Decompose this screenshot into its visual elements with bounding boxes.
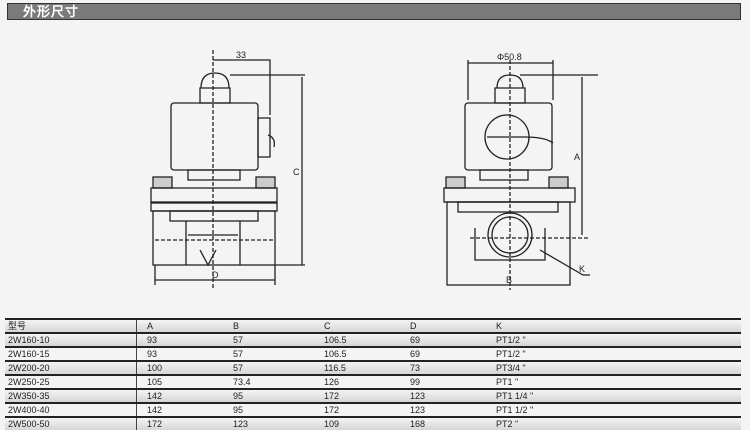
cell-a: 172 <box>136 416 230 430</box>
front-view <box>150 50 305 290</box>
cell-k: PT2 " <box>493 416 741 430</box>
dim-c: C <box>293 167 300 177</box>
cell-d: 123 <box>407 402 493 417</box>
cell-k: PT3/4 " <box>493 360 741 375</box>
dim-33: 33 <box>236 50 246 60</box>
cell-c: 172 <box>321 388 407 403</box>
dim-a: A <box>574 152 580 162</box>
cell-a: 100 <box>136 360 230 375</box>
cell-c: 106.5 <box>321 346 407 361</box>
cell-a: 142 <box>136 402 230 417</box>
header-b: B <box>230 318 321 333</box>
cell-c: 116.5 <box>321 360 407 375</box>
cell-model: 2W400-40 <box>5 402 137 417</box>
cell-c: 126 <box>321 374 407 389</box>
cell-model: 2W500-50 <box>5 416 137 430</box>
valve-drawings: 33 C D Φ50.8 A B K <box>150 50 598 290</box>
cell-k: PT1 1/2 " <box>493 402 741 417</box>
cell-model: 2W250-25 <box>5 374 137 389</box>
header-a: A <box>136 318 230 333</box>
cell-a: 105 <box>136 374 230 389</box>
dim-d: D <box>212 270 219 280</box>
cell-b: 73.4 <box>230 374 321 389</box>
cell-b: 95 <box>230 388 321 403</box>
cell-b: 95 <box>230 402 321 417</box>
cell-model: 2W200-20 <box>5 360 137 375</box>
cell-a: 93 <box>136 346 230 361</box>
cell-c: 109 <box>321 416 407 430</box>
cell-a: 142 <box>136 388 230 403</box>
cell-k: PT1/2 " <box>493 346 741 361</box>
header-c: C <box>321 318 407 333</box>
dim-k: K <box>579 264 585 274</box>
cell-d: 168 <box>407 416 493 430</box>
cell-d: 73 <box>407 360 493 375</box>
cell-b: 123 <box>230 416 321 430</box>
cell-k: PT1 1/4 " <box>493 388 741 403</box>
cell-b: 57 <box>230 360 321 375</box>
header-d: D <box>407 318 493 333</box>
cell-model: 2W160-10 <box>5 332 137 347</box>
dim-diameter: Φ50.8 <box>497 52 522 62</box>
section-title: 外形尺寸 <box>23 4 80 19</box>
side-view <box>443 60 598 290</box>
cell-c: 106.5 <box>321 332 407 347</box>
cell-d: 69 <box>407 346 493 361</box>
header-model: 型号 <box>5 318 137 333</box>
cell-k: PT1/2 " <box>493 332 741 347</box>
header-k: K <box>493 318 741 333</box>
cell-b: 57 <box>230 332 321 347</box>
cell-model: 2W350-35 <box>5 388 137 403</box>
cell-d: 99 <box>407 374 493 389</box>
cell-model: 2W160-15 <box>5 346 137 361</box>
cell-a: 93 <box>136 332 230 347</box>
section-header: 外形尺寸 <box>7 3 741 20</box>
cell-d: 69 <box>407 332 493 347</box>
cell-c: 172 <box>321 402 407 417</box>
dim-b: B <box>506 275 512 285</box>
cell-k: PT1 " <box>493 374 741 389</box>
cell-d: 123 <box>407 388 493 403</box>
cell-b: 57 <box>230 346 321 361</box>
table-header-row: 型号 A B C D K <box>5 318 741 333</box>
